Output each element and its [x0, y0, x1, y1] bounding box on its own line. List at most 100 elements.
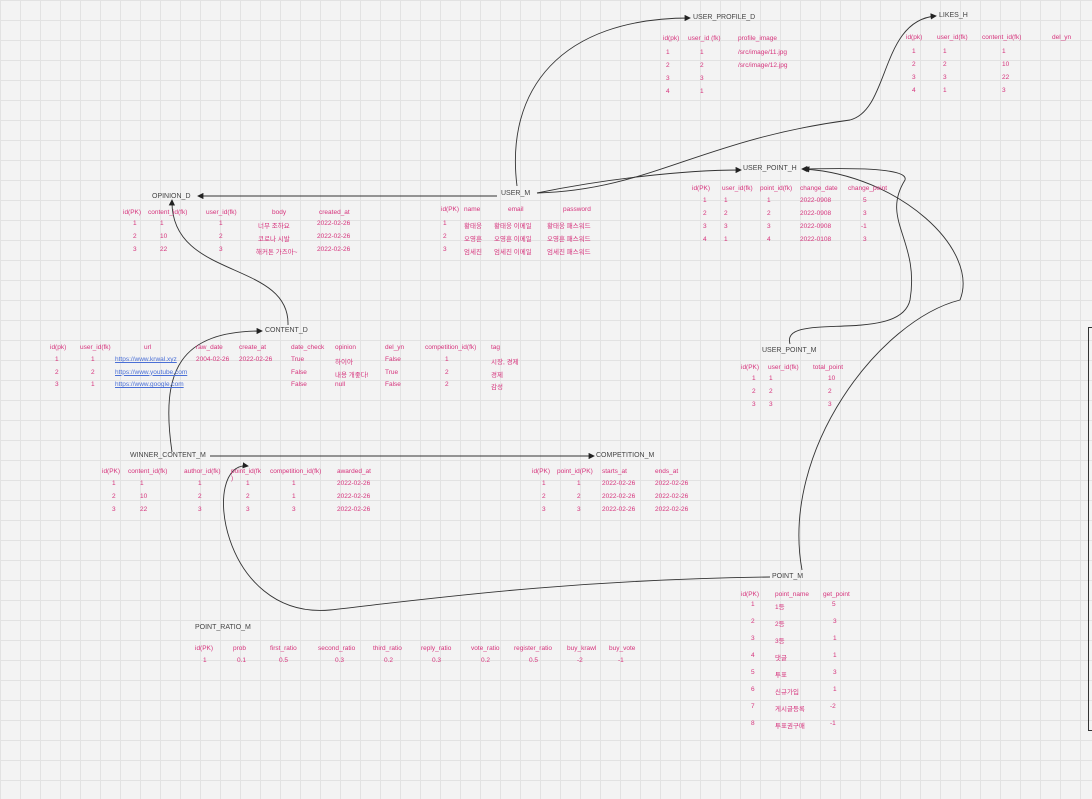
- table-cell: 1: [912, 48, 916, 55]
- column-header: id(PK): [692, 185, 711, 192]
- table-cell: 1: [219, 220, 223, 227]
- table-cell: False: [291, 381, 307, 388]
- table-cell: 1: [140, 480, 144, 487]
- table-cell: /src/image/11.jpg: [738, 49, 788, 56]
- table-cell: 1: [112, 480, 116, 487]
- table-cell: 5: [863, 197, 867, 204]
- table-cell: 5: [832, 601, 836, 608]
- table-cell: 3등: [775, 638, 785, 645]
- column-header: id(PK): [741, 591, 760, 598]
- table-title: LIKES_H: [939, 12, 968, 19]
- column-header: second_ratio: [318, 645, 356, 652]
- column-header: total_point: [813, 364, 843, 371]
- table-cell: 2: [912, 61, 916, 68]
- table-cell: 0.2: [384, 657, 394, 664]
- table-cell: 1: [833, 686, 837, 693]
- edge-userpoint-to-point-h: [789, 165, 912, 345]
- table-cell: 황태웅 이메일: [494, 223, 532, 230]
- table-cell: False: [385, 356, 401, 363]
- table-cell: 2: [769, 388, 773, 395]
- table-cell: 3: [828, 401, 832, 408]
- column-header: awarded_at: [337, 468, 371, 475]
- table-cell: 2: [445, 381, 449, 388]
- table-cell: 시장, 경제: [491, 359, 519, 366]
- table-cell: -2: [830, 703, 836, 710]
- table-cell: 1: [577, 480, 581, 487]
- table-cell: 1: [445, 356, 449, 363]
- url-link[interactable]: https://www.krwal.xyz: [115, 356, 177, 363]
- table-cell: 신규가입: [775, 689, 799, 696]
- frame-border: [1088, 327, 1092, 731]
- table-cell: 2등: [775, 621, 785, 628]
- table-cell: 2022-02-26: [655, 480, 689, 487]
- table-cell: 22: [160, 246, 168, 253]
- table-cell: 1: [198, 480, 202, 487]
- column-header: point_name: [775, 591, 809, 598]
- table-cell: 3: [863, 236, 867, 243]
- column-header: user_id(fk): [768, 364, 799, 371]
- table-cell: 10: [140, 493, 148, 500]
- column-header: body: [272, 209, 287, 216]
- column-header: user_id(fk): [937, 34, 968, 41]
- url-link[interactable]: https://www.google.com: [115, 381, 184, 388]
- table-cell: False: [291, 368, 307, 376]
- table-title: USER_PROFILE_D: [693, 14, 756, 21]
- table-cell: 3: [769, 401, 773, 408]
- column-header: competition_id(fk): [270, 468, 322, 475]
- table-cell: /src/image/12.jpg: [738, 62, 788, 69]
- table-cell: 3: [133, 246, 137, 253]
- table-cell: 2: [246, 493, 250, 500]
- column-header: change_date: [800, 185, 838, 192]
- table-cell: 2022-02-26: [317, 233, 351, 240]
- column-header: author_id(fk): [184, 468, 221, 475]
- edge-point-to-point-h: [798, 166, 964, 571]
- table-cell: 1: [700, 49, 704, 56]
- column-header: reply_ratio: [421, 645, 452, 652]
- table-cell: 3: [292, 506, 296, 513]
- table-cell: 너무 조하요: [258, 223, 290, 230]
- table-cell: 1: [91, 381, 95, 388]
- table-cell: 2: [91, 368, 95, 376]
- column-header: user_id(fk): [206, 209, 237, 216]
- table-cell: 3: [943, 74, 947, 81]
- table-cell: 3: [912, 74, 916, 81]
- table-cell: 감성: [491, 384, 503, 391]
- table-cell: 3: [767, 223, 771, 230]
- table-cell: 투표권구매: [775, 723, 805, 730]
- column-header: change_point: [848, 185, 888, 192]
- column-header: buy_krawl: [567, 645, 597, 652]
- table-cell: 내용 개좋다!: [335, 371, 369, 379]
- table-cell: 3: [577, 506, 581, 513]
- table-cell: 0.2: [481, 657, 491, 664]
- table-cell: 1: [55, 356, 59, 363]
- table-cell: 0.3: [335, 657, 345, 664]
- table-cell: 1: [724, 236, 728, 243]
- table-cell: 3: [219, 246, 223, 253]
- table-cell: 1: [542, 480, 546, 487]
- table-cell: 3: [833, 669, 837, 676]
- column-header: first_ratio: [270, 645, 297, 652]
- table-cell: 댓글: [775, 655, 787, 662]
- url-link[interactable]: https://www.youtube.com: [115, 368, 188, 376]
- edge-user-to-profile: [515, 14, 691, 187]
- edge-user-to-likes: [536, 13, 937, 194]
- column-header: content_id(fk): [128, 468, 168, 475]
- table-cell: 하이아: [335, 359, 353, 366]
- table-cell: 2022-02-26: [602, 506, 636, 513]
- table-cell: 1: [724, 197, 728, 204]
- table-cell: 2022-02-26: [239, 356, 273, 363]
- table-cell: null: [335, 381, 346, 388]
- column-header: vote_ratio: [471, 645, 500, 652]
- table-cell: 2: [724, 210, 728, 217]
- table-cell: 2022-0108: [800, 236, 832, 243]
- column-header: id(PK): [123, 209, 142, 216]
- table-title: COMPETITION_M: [596, 452, 655, 459]
- column-header: create_at: [239, 344, 267, 351]
- table-cell: 2022-02-26: [337, 480, 371, 487]
- table-cell: 6: [751, 686, 755, 693]
- table-cell: 2: [219, 233, 223, 240]
- table-cell: 10: [828, 375, 836, 382]
- table-cell: 엄세진: [464, 249, 482, 256]
- table-cell: 1: [246, 480, 250, 487]
